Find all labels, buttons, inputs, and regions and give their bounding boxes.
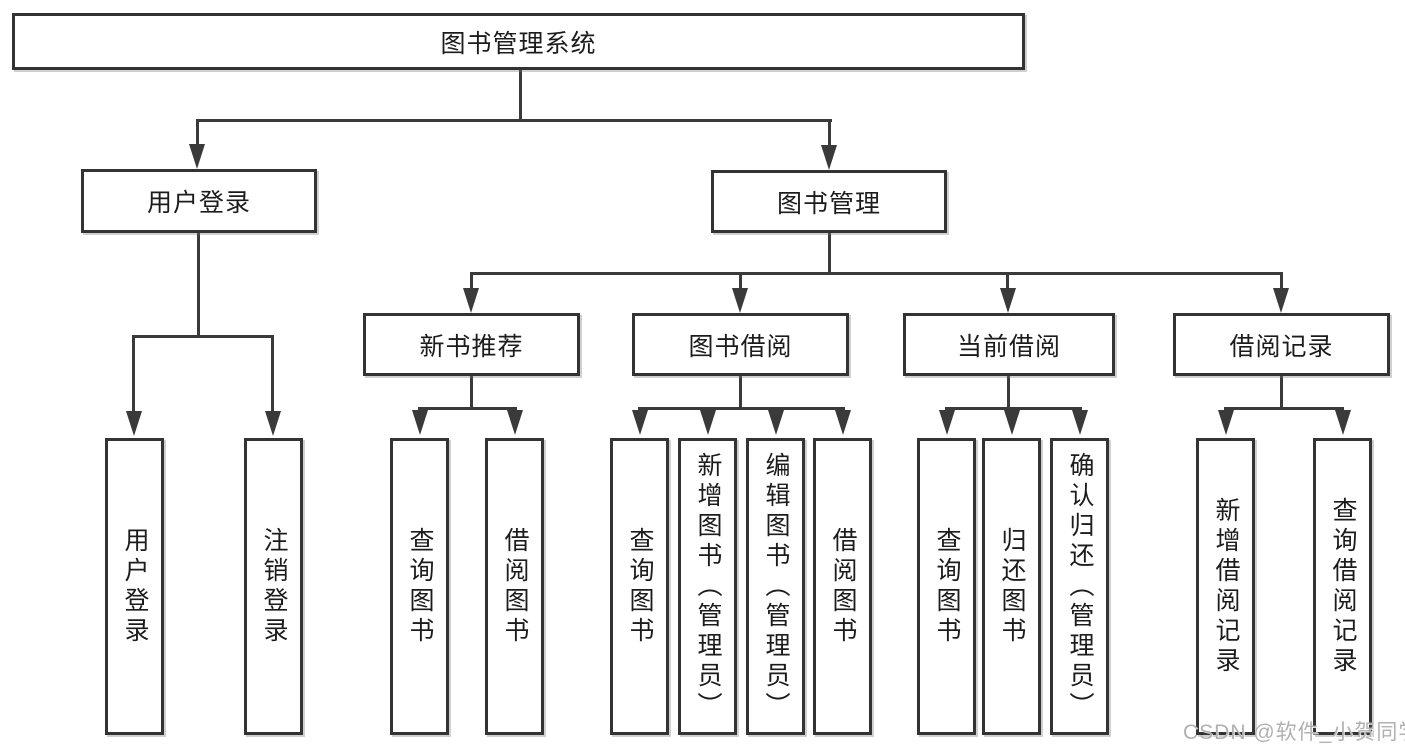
connector-line: [271, 335, 274, 415]
leaf-borrow-query: 查询图书: [610, 438, 669, 735]
leaf-newbooks-borrow-label: 借阅图书: [501, 526, 529, 647]
arrow-down-icon: [939, 410, 955, 435]
connector-line: [519, 70, 522, 121]
leaf-newbooks-query: 查询图书: [390, 438, 449, 735]
connector-line: [638, 407, 845, 410]
connector-line: [196, 119, 199, 149]
node-user-login-label: 用户登录: [146, 189, 251, 217]
connector-line: [1280, 272, 1283, 292]
leaf-user-login: 用户登录: [105, 438, 164, 735]
csdn-watermark: CSDN @软件_小贺同学: [1183, 721, 1405, 744]
arrow-down-icon: [126, 411, 142, 436]
connector-line: [470, 272, 1282, 275]
arrow-down-icon: [1335, 410, 1351, 435]
leaf-borrow-edit-label: 编辑图书（管理员）: [762, 451, 790, 722]
leaf-borrow-borrow: 借阅图书: [813, 438, 872, 735]
leaf-borrow-add-label: 新增图书（管理员）: [694, 451, 722, 722]
connector-line: [1007, 376, 1010, 410]
arrow-down-icon: [1004, 410, 1020, 435]
node-book-borrow: 图书借阅: [632, 313, 849, 376]
arrow-down-icon: [1072, 410, 1088, 435]
arrow-down-icon: [821, 145, 837, 170]
connector-line: [470, 272, 473, 292]
arrow-down-icon: [507, 410, 523, 435]
leaf-current-confirm: 确认归还（管理员）: [1050, 438, 1109, 735]
connector-line: [828, 119, 831, 149]
connector-line: [1280, 376, 1283, 410]
arrow-down-icon: [732, 288, 748, 313]
arrow-down-icon: [1273, 288, 1289, 313]
connector-line: [1224, 407, 1344, 410]
node-new-books: 新书推荐: [363, 313, 580, 376]
arrow-down-icon: [1218, 410, 1234, 435]
connector-line: [132, 335, 274, 338]
arrow-down-icon: [1000, 288, 1016, 313]
arrow-down-icon: [463, 288, 479, 313]
node-current-borrow-label: 当前借阅: [956, 332, 1061, 361]
arrow-down-icon: [632, 410, 648, 435]
node-user-login: 用户登录: [81, 169, 317, 233]
leaf-borrow-borrow-label: 借阅图书: [829, 526, 857, 647]
leaf-current-confirm-label: 确认归还（管理员）: [1066, 451, 1094, 722]
node-book-mgmt: 图书管理: [711, 170, 947, 233]
leaf-current-query: 查询图书: [917, 438, 976, 735]
leaf-records-add: 新增借阅记录: [1196, 438, 1255, 735]
leaf-current-return-label: 归还图书: [998, 526, 1026, 647]
leaf-borrow-add: 新增图书（管理员）: [678, 438, 737, 735]
arrow-down-icon: [835, 410, 851, 435]
arrow-down-icon: [189, 144, 205, 169]
node-borrow-records: 借阅记录: [1173, 313, 1390, 376]
node-current-borrow: 当前借阅: [903, 313, 1115, 376]
leaf-newbooks-borrow: 借阅图书: [485, 438, 544, 735]
connector-line: [739, 272, 742, 292]
connector-line: [945, 407, 1082, 410]
node-root: 图书管理系统: [12, 13, 1025, 70]
connector-line: [1006, 272, 1009, 292]
node-book-borrow-label: 图书借阅: [688, 332, 793, 361]
node-new-books-label: 新书推荐: [419, 332, 524, 361]
node-root-label: 图书管理系统: [440, 29, 597, 58]
connector-line: [196, 119, 832, 122]
leaf-records-query-label: 查询借阅记录: [1329, 496, 1357, 677]
node-borrow-records-label: 借阅记录: [1229, 332, 1334, 361]
arrow-down-icon: [700, 410, 716, 435]
leaf-current-return: 归还图书: [982, 438, 1041, 735]
leaf-borrow-edit: 编辑图书（管理员）: [746, 438, 805, 735]
connector-line: [197, 233, 200, 337]
leaf-records-query: 查询借阅记录: [1313, 438, 1372, 735]
arrow-down-icon: [768, 410, 784, 435]
leaf-newbooks-query-label: 查询图书: [406, 526, 434, 647]
connector-line: [828, 233, 831, 275]
connector-line: [470, 376, 473, 410]
leaf-borrow-query-label: 查询图书: [626, 526, 654, 647]
connector-line: [132, 335, 135, 415]
connector-line: [418, 407, 517, 410]
arrow-down-icon: [412, 410, 428, 435]
arrow-down-icon: [265, 411, 281, 436]
leaf-logout: 注销登录: [244, 438, 303, 735]
leaf-logout-label: 注销登录: [260, 526, 288, 647]
leaf-current-query-label: 查询图书: [933, 526, 961, 647]
node-book-mgmt-label: 图书管理: [776, 189, 881, 218]
leaf-user-login-label: 用户登录: [121, 526, 149, 647]
leaf-records-add-label: 新增借阅记录: [1212, 496, 1240, 677]
connector-line: [739, 376, 742, 410]
